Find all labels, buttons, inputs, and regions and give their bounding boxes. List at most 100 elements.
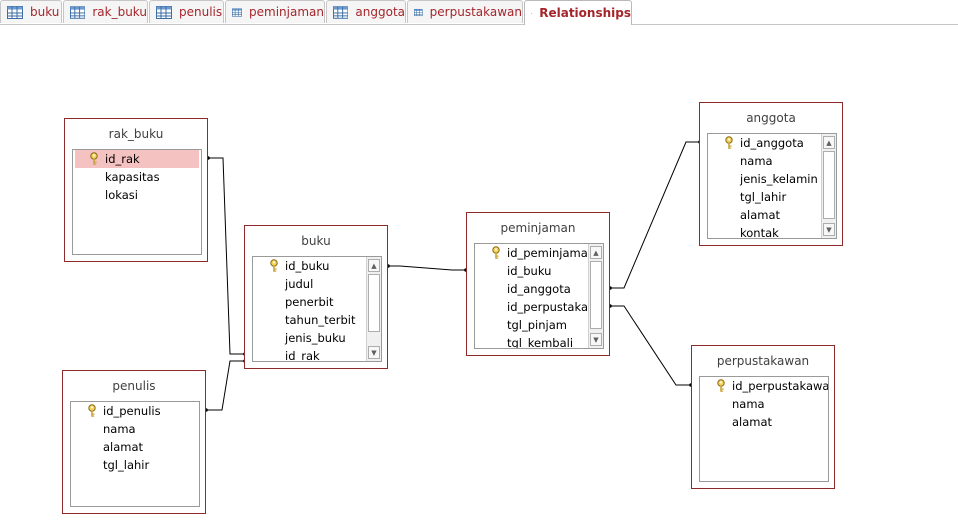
scroll-thumb[interactable] [590, 261, 602, 329]
table-title: anggota [746, 111, 796, 125]
field-row-penerbit[interactable]: penerbit [255, 293, 379, 311]
field-name: alamat [103, 440, 144, 454]
field-row-id-anggota[interactable]: id_anggota [710, 134, 834, 152]
field-row-alamat[interactable]: alamat [710, 206, 834, 224]
key-icon [725, 136, 733, 149]
relationship-line-penulis[interactable] [206, 360, 245, 411]
vertical-scrollbar[interactable]: ▲ ▼ [821, 134, 836, 238]
table-icon [7, 5, 23, 19]
table-box-penulis[interactable]: penulis id_penulis nama alamat tgl_lahir [62, 370, 206, 514]
vertical-scrollbar[interactable]: ▲ ▼ [366, 257, 381, 361]
field-row-nama[interactable]: nama [702, 395, 826, 413]
relationship-line-perpustakawan[interactable] [610, 305, 691, 386]
vertical-scrollbar[interactable]: ▲ ▼ [588, 244, 603, 348]
field-row-id-anggota[interactable]: id_anggota [477, 280, 601, 298]
table-box-rak-buku[interactable]: rak_buku id_rak kapasitas lokasi [64, 118, 208, 262]
table-box-buku[interactable]: buku id_buku judul penerbit tahun_terbit… [244, 225, 388, 369]
table-box-anggota[interactable]: anggota id_anggota nama jenis_kelamin tg… [699, 102, 843, 246]
relationship-line-peminjaman-buku[interactable] [388, 265, 466, 271]
field-row-id-peminjaman[interactable]: id_peminjaman [477, 244, 601, 262]
field-name: kapasitas [105, 170, 160, 184]
field-name: id_peminjaman [507, 246, 596, 260]
field-row-alamat[interactable]: alamat [73, 438, 197, 456]
tab-label: peminjaman [249, 5, 324, 19]
field-row-jenis-buku[interactable]: jenis_buku [255, 329, 379, 347]
field-list[interactable]: id_anggota nama jenis_kelamin tgl_lahir … [707, 133, 837, 239]
field-name: alamat [740, 208, 781, 222]
field-row-kapasitas[interactable]: kapasitas [75, 168, 199, 186]
scroll-up-arrow-icon[interactable]: ▲ [823, 136, 835, 149]
tab-label: buku [30, 5, 60, 19]
tab-anggota[interactable]: anggota [326, 0, 406, 23]
field-list[interactable]: id_peminjaman id_buku id_anggota id_perp… [474, 243, 604, 349]
scroll-up-arrow-icon[interactable]: ▲ [590, 246, 602, 259]
tab-perpustakawan[interactable]: perpustakawan [407, 0, 523, 23]
table-box-peminjaman[interactable]: peminjaman id_peminjaman id_buku id_angg… [466, 212, 610, 356]
field-row-id-buku[interactable]: id_buku [477, 262, 601, 280]
scroll-down-arrow-icon[interactable]: ▼ [590, 333, 602, 346]
object-tab-strip: buku rak_buku penulis peminjaman anggota… [0, 0, 958, 25]
field-row-tgl-lahir[interactable]: tgl_lahir [710, 188, 834, 206]
field-name: id_anggota [740, 136, 804, 150]
field-row-id-buku[interactable]: id_buku [255, 257, 379, 275]
field-name: tgl_pinjam [507, 318, 567, 332]
relationship-line-rak-buku[interactable] [208, 157, 245, 355]
table-icon [333, 5, 349, 19]
field-name: tgl_lahir [740, 190, 787, 204]
table-icon [156, 5, 172, 19]
field-row-tgl-kembali[interactable]: tgl_kembali [477, 334, 601, 349]
field-row-lokasi[interactable]: lokasi [75, 186, 199, 204]
field-row-tahun-terbit[interactable]: tahun_terbit [255, 311, 379, 329]
scroll-down-arrow-icon[interactable]: ▼ [823, 223, 835, 236]
table-title: buku [301, 234, 331, 248]
relationship-line-anggota[interactable] [610, 141, 700, 289]
table-box-perpustakawan[interactable]: perpustakawan id_perpustakawan nama alam… [691, 345, 835, 489]
field-name: tgl_kembali [507, 336, 574, 349]
field-row-tgl-pinjam[interactable]: tgl_pinjam [477, 316, 601, 334]
field-row-alamat[interactable]: alamat [702, 413, 826, 431]
field-row-id-penulis[interactable]: id_penulis [73, 402, 197, 420]
table-icon [70, 5, 86, 19]
scroll-down-arrow-icon[interactable]: ▼ [368, 346, 380, 359]
tab-label: Relationships [539, 6, 631, 20]
field-name: id_anggota [507, 282, 571, 296]
table-title: peminjaman [500, 221, 576, 235]
field-name: id_perpustakawan [507, 300, 604, 314]
field-row-jenis-kelamin[interactable]: jenis_kelamin [710, 170, 834, 188]
relationships-icon [531, 12, 533, 14]
key-icon [717, 379, 725, 392]
field-list[interactable]: id_rak kapasitas lokasi [72, 149, 202, 255]
field-name: id_buku [507, 264, 552, 278]
tab-relationships[interactable]: Relationships [524, 0, 632, 25]
field-row-id-perpustakawan[interactable]: id_perpustakawan [477, 298, 604, 316]
field-row-nama[interactable]: nama [73, 420, 197, 438]
field-row-id-perpustakawan[interactable]: id_perpustakawan [702, 377, 829, 395]
field-name: id_perpustakawan [732, 379, 829, 393]
field-name: nama [740, 154, 773, 168]
scroll-up-arrow-icon[interactable]: ▲ [368, 259, 380, 272]
table-title: perpustakawan [716, 354, 810, 368]
field-name: id_buku [285, 259, 330, 273]
scroll-thumb[interactable] [823, 151, 835, 219]
field-row-id-rak[interactable]: id_rak [75, 150, 199, 168]
tab-peminjaman[interactable]: peminjaman [225, 0, 325, 23]
field-row-nama[interactable]: nama [710, 152, 834, 170]
field-name: jenis_kelamin [740, 172, 818, 186]
field-list[interactable]: id_penulis nama alamat tgl_lahir [70, 401, 200, 507]
scroll-thumb[interactable] [368, 274, 380, 332]
field-row-kontak[interactable]: kontak [710, 224, 834, 238]
field-row-tgl-lahir[interactable]: tgl_lahir [73, 456, 197, 474]
field-name: id_rak [285, 349, 320, 362]
table-title: rak_buku [108, 127, 164, 141]
tab-penulis[interactable]: penulis [149, 0, 224, 23]
field-name: lokasi [105, 188, 138, 202]
field-list[interactable]: id_perpustakawan nama alamat [699, 376, 829, 482]
field-name: tahun_terbit [285, 313, 356, 327]
field-name: tgl_lahir [103, 458, 150, 472]
tab-rak-buku[interactable]: rak_buku [63, 0, 148, 23]
tab-buku[interactable]: buku [0, 0, 62, 23]
tab-label: perpustakawan [429, 5, 522, 19]
field-list[interactable]: id_buku judul penerbit tahun_terbit jeni… [252, 256, 382, 362]
field-row-judul[interactable]: judul [255, 275, 379, 293]
field-row-id-rak[interactable]: id_rak [255, 347, 379, 362]
